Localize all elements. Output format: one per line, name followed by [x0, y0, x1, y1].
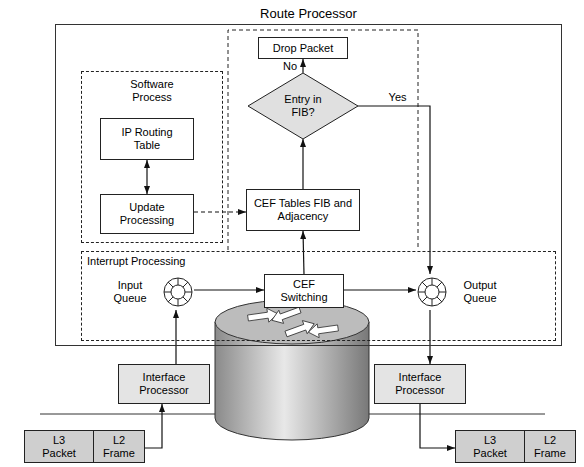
connector-arrow	[358, 106, 430, 274]
packet-field: L3 Packet	[455, 430, 525, 463]
node-text: Input Queue	[104, 279, 156, 305]
node-text: CEF Tables FIB and Adjacency	[253, 197, 353, 223]
table-box: CEF Tables FIB and Adjacency	[246, 189, 360, 231]
node-text: L2 Frame	[528, 434, 572, 460]
node-text: Entry in FIB?	[275, 93, 331, 119]
connector-arrow	[145, 404, 162, 448]
node-text: Drop Packet	[273, 42, 334, 55]
node-text: CEF Switching	[274, 278, 334, 304]
software-process-region: Software Process IP Routing TableUpdate P…	[81, 71, 223, 243]
node-text: IP Routing Table	[112, 126, 182, 152]
connector-arrow	[302, 59, 303, 73]
process-box: CEF Switching	[264, 274, 344, 308]
process-box: Update Processing	[100, 194, 194, 234]
process-box: IP Routing Table	[100, 118, 194, 160]
connector-arrow	[344, 289, 416, 290]
packet-field: L3 Packet	[24, 430, 94, 463]
connector-arrow	[146, 160, 147, 194]
node-text: Output Queue	[454, 279, 506, 305]
connector-arrow	[303, 231, 304, 274]
node-text: Interface Processor	[387, 371, 453, 397]
node-text: Route Processor	[56, 6, 561, 21]
interface-processor-box: Interface Processor	[374, 364, 466, 404]
cef-region-outline	[228, 30, 418, 250]
node-text: L2 Frame	[97, 434, 141, 460]
node-text: L3 Packet	[37, 434, 81, 460]
node-text: Interrupt Processing	[87, 255, 185, 268]
input-queue: Input Queue	[100, 274, 194, 310]
router-cylinder	[215, 300, 369, 440]
edge-label: Yes	[387, 91, 409, 103]
node-text: Update Processing	[112, 201, 182, 227]
route-processor-box: Route ProcessorSoftware ProcessIP Routin…	[55, 24, 562, 346]
interrupt-processing-region: Interrupt ProcessingInput Queue CEF Switc…	[81, 251, 556, 341]
connector-arrow	[420, 404, 455, 448]
node-text: Interface Processor	[131, 371, 197, 397]
connector-arrow	[194, 289, 264, 290]
interface-processor-box: Interface Processor	[118, 364, 210, 404]
connector-arrow	[175, 310, 176, 364]
connector-arrow	[429, 310, 430, 364]
frame-field: L2 Frame	[93, 430, 145, 463]
connector-arrow	[302, 139, 303, 189]
decision-diamond: Entry in FIB?	[248, 73, 358, 139]
connector-arrow	[194, 211, 246, 212]
frame-field: L2 Frame	[524, 430, 576, 463]
edge-label: No	[281, 60, 299, 72]
node-text: Software Process	[117, 78, 187, 104]
node-text: L3 Packet	[468, 434, 512, 460]
terminal-box: Drop Packet	[258, 37, 348, 59]
output-queue: Output Queue	[416, 274, 510, 310]
